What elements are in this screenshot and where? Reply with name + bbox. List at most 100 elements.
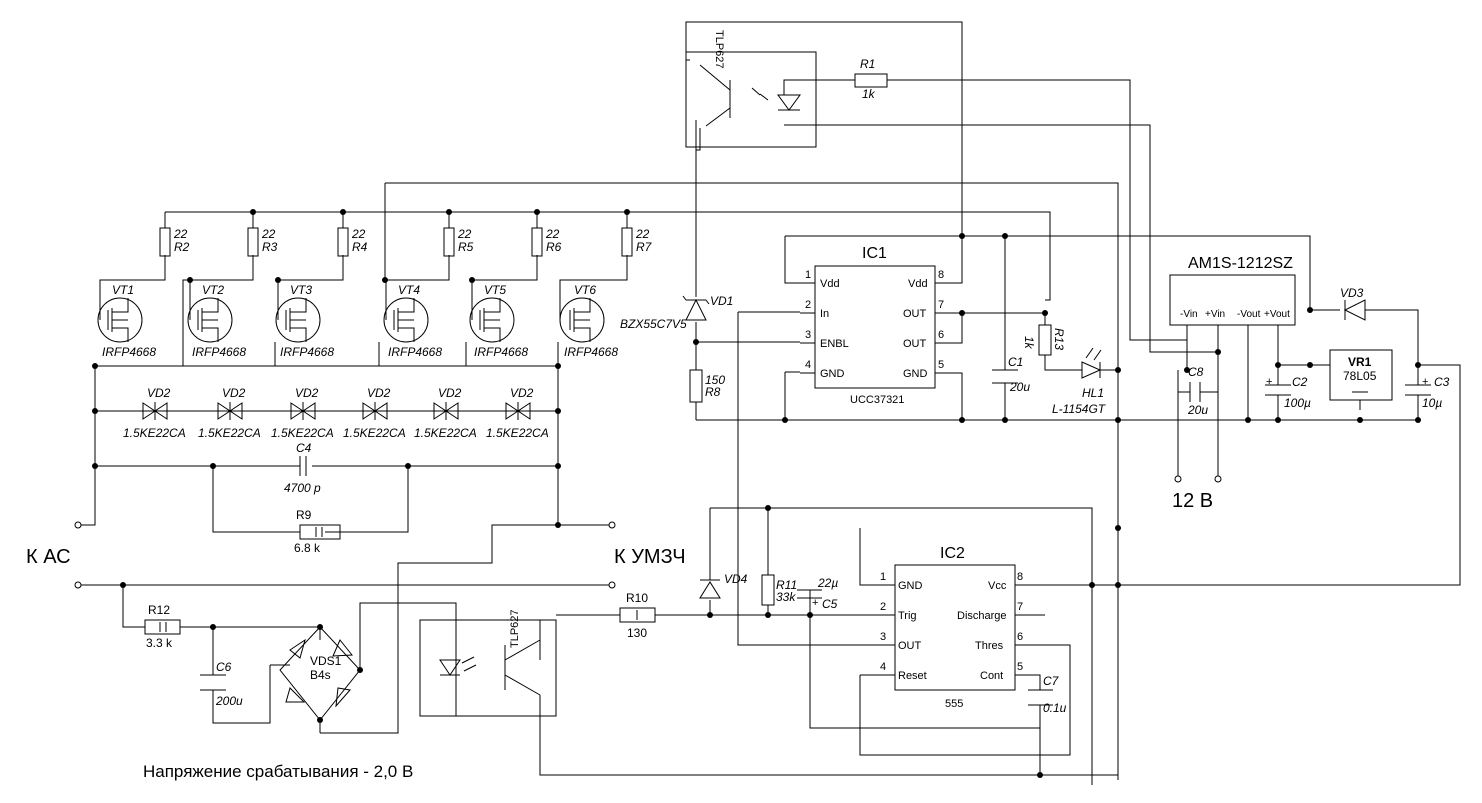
diode-vd4: VD4: [699, 572, 748, 599]
svg-text:+: +: [812, 597, 818, 609]
svg-text:33k: 33k: [776, 590, 796, 604]
svg-text:Thres: Thres: [975, 640, 1004, 652]
capacitor-c2: + C2 100µ: [1265, 375, 1311, 410]
svg-text:BZX55C7V5: BZX55C7V5: [620, 317, 687, 331]
svg-text:HL1: HL1: [1082, 386, 1104, 400]
capacitor-c1: C1 20u: [992, 355, 1030, 394]
optocoupler-1: TLP627: [685, 30, 817, 148]
svg-text:R10: R10: [626, 591, 648, 605]
svg-text:22: 22: [545, 227, 560, 241]
svg-text:VD2: VD2: [438, 386, 462, 400]
svg-text:GND: GND: [903, 368, 928, 380]
svg-text:VD2: VD2: [147, 386, 171, 400]
svg-text:OUT: OUT: [903, 308, 927, 320]
svg-text:20u: 20u: [1009, 380, 1030, 394]
svg-text:Cont: Cont: [980, 670, 1003, 682]
svg-text:5: 5: [938, 359, 944, 371]
svg-text:2: 2: [805, 299, 811, 311]
resistor-r9: R9 6.8 k: [294, 508, 341, 555]
ic2-ref: IC2: [940, 545, 965, 562]
svg-text:R1: R1: [860, 57, 875, 71]
svg-text:C5: C5: [822, 597, 838, 611]
svg-text:VD3: VD3: [1340, 286, 1364, 300]
svg-text:VD2: VD2: [295, 386, 319, 400]
svg-text:130: 130: [627, 626, 647, 640]
svg-text:150: 150: [705, 373, 725, 387]
resistor-r1: R1 1k: [854, 57, 888, 101]
svg-text:C8: C8: [1188, 365, 1204, 379]
svg-text:R2: R2: [174, 240, 190, 254]
svg-text:OUT: OUT: [903, 338, 927, 350]
mosfet-ref: VT4: [398, 283, 420, 297]
mosfet-ref: VT2: [202, 283, 224, 297]
svg-text:22: 22: [173, 227, 188, 241]
svg-text:0.1u: 0.1u: [1043, 701, 1067, 715]
svg-text:VD4: VD4: [724, 572, 748, 586]
label-supply: 12 В: [1172, 490, 1213, 512]
svg-text:6.8 k: 6.8 k: [294, 541, 321, 555]
svg-text:R5: R5: [458, 240, 474, 254]
capacitor-c7: C7 0.1u: [1028, 674, 1067, 715]
svg-text:22: 22: [457, 227, 472, 241]
capacitor-c8: C8 20u: [1187, 365, 1208, 417]
svg-text:GND: GND: [898, 580, 923, 592]
svg-text:100µ: 100µ: [1284, 396, 1311, 410]
svg-text:TLP627: TLP627: [509, 609, 521, 648]
svg-text:1.5KE22CA: 1.5KE22CA: [123, 426, 186, 440]
diode-bridge-vds1: VDS1 B4s: [279, 626, 361, 721]
svg-text:C1: C1: [1008, 355, 1023, 369]
regulator-vr1: VR1 78L05: [1329, 349, 1393, 401]
svg-text:VDS1: VDS1: [310, 654, 342, 668]
svg-text:6: 6: [1017, 631, 1023, 643]
svg-text:C7: C7: [1043, 674, 1060, 688]
svg-text:R3: R3: [262, 240, 278, 254]
svg-text:R8: R8: [705, 385, 721, 399]
svg-text:22: 22: [261, 227, 276, 241]
mosfet-group: VT1 IRFP4668 VT2 IRFP4668 VT3 IRFP4668 V…: [97, 283, 618, 359]
svg-text:8: 8: [1017, 571, 1023, 583]
ic2-555: IC2 555 1 GND 2 Trig 3 OUT 4 Reset 8 Vcc…: [870, 545, 1025, 710]
svg-text:VR1: VR1: [1348, 355, 1372, 369]
svg-text:-Vout: -Vout: [1237, 309, 1261, 320]
capacitor-c3: + C3 10µ: [1405, 375, 1450, 410]
svg-text:Vdd: Vdd: [908, 278, 928, 290]
label-ac: К АС: [26, 546, 71, 568]
mosfet-part: IRFP4668: [388, 345, 442, 359]
ic1-ucc37321: IC1 UCC37321 1 Vdd 2 In 3 ENBL 4 GND 8 V…: [800, 245, 944, 406]
wires: [80, 21, 1461, 785]
svg-text:+: +: [1266, 376, 1272, 388]
resistor-r12: R12 3.3 k: [144, 603, 181, 650]
svg-text:+Vout: +Vout: [1264, 309, 1290, 320]
diode-vd3: VD3: [1340, 286, 1366, 321]
terminals: [74, 475, 1222, 589]
led-hl1: HL1 L-1154GT: [1052, 347, 1107, 416]
mosfet-part: IRFP4668: [192, 345, 246, 359]
svg-text:OUT: OUT: [898, 640, 922, 652]
label-amp: К УМЗЧ: [614, 546, 686, 568]
svg-text:1k: 1k: [1022, 336, 1036, 350]
optocoupler-2: TLP627: [419, 609, 557, 717]
tvs-diode-1: VD2 1.5KE22CA: [123, 386, 186, 440]
mosfet-vt3: VT3 IRFP4668: [275, 283, 334, 359]
svg-text:1.5KE22CA: 1.5KE22CA: [343, 426, 406, 440]
svg-text:8: 8: [938, 269, 944, 281]
mosfet-part: IRFP4668: [280, 345, 334, 359]
svg-text:R11: R11: [776, 578, 797, 592]
svg-text:1.5KE22CA: 1.5KE22CA: [198, 426, 261, 440]
mosfet-ref: VT5: [484, 283, 506, 297]
svg-text:4: 4: [805, 359, 811, 371]
svg-text:VD1: VD1: [710, 294, 733, 308]
svg-text:4: 4: [880, 661, 886, 673]
svg-text:Reset: Reset: [898, 670, 927, 682]
mosfet-ref: VT1: [112, 283, 134, 297]
svg-text:C3: C3: [1434, 375, 1450, 389]
svg-text:Discharge: Discharge: [957, 610, 1007, 622]
svg-text:ENBL: ENBL: [820, 338, 849, 350]
svg-text:3: 3: [805, 329, 811, 341]
